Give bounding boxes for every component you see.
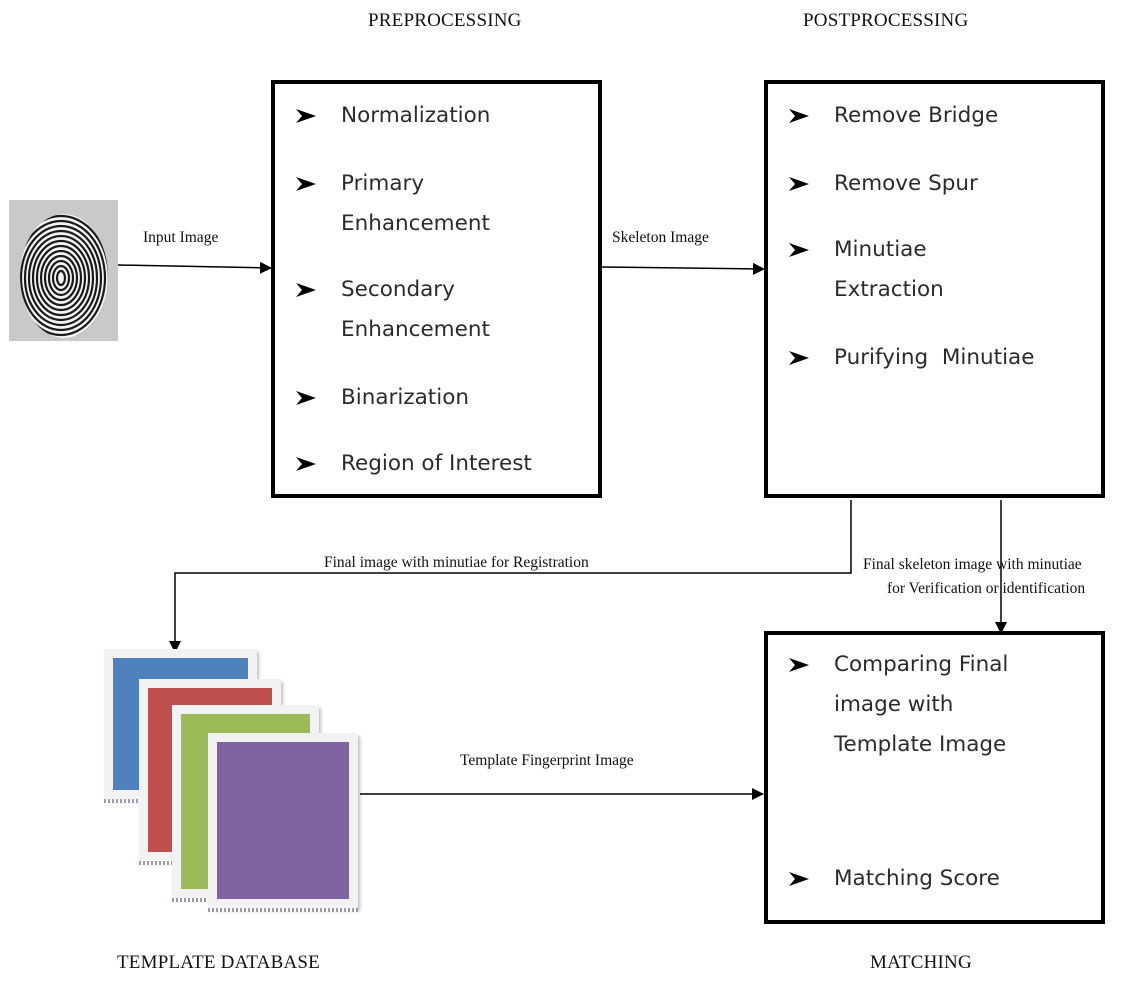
arrow-bullet-icon <box>296 457 316 471</box>
step-label: Primary <box>341 171 425 196</box>
skeleton-image-arrow <box>601 262 765 275</box>
preprocessing-step-binarization: Binarization <box>296 378 469 418</box>
step-label: Comparing Final <box>834 652 1009 677</box>
template-fingerprint-label: Template Fingerprint Image <box>460 752 634 769</box>
preprocessing-step-primary-enhancement: Primary Enhancement <box>296 164 490 244</box>
step-label: Purifying Minutiae <box>834 345 1035 370</box>
step-label: Secondary <box>341 277 455 302</box>
arrow-bullet-icon <box>789 872 809 886</box>
registration-label: Final image with minutiae for Registrati… <box>324 554 589 571</box>
postprocessing-box: Remove Bridge Remove Spur Minutiae Extra… <box>764 80 1105 498</box>
step-label: Minutiae <box>834 237 927 262</box>
postprocessing-step-remove-spur: Remove Spur <box>789 164 978 204</box>
step-label: Remove Spur <box>834 171 978 196</box>
postprocessing-step-remove-bridge: Remove Bridge <box>789 96 999 136</box>
verification-label-line1: Final skeleton image with minutiae <box>863 556 1082 573</box>
step-label: Matching Score <box>834 866 1000 891</box>
step-label-continued: Template Image <box>834 732 1007 757</box>
matching-box: Comparing Final image with Template Imag… <box>764 631 1105 924</box>
postprocessing-heading: POSTPROCESSING <box>803 10 969 31</box>
postprocessing-step-purifying-minutiae: Purifying Minutiae <box>789 338 1035 378</box>
arrow-bullet-icon <box>789 351 809 365</box>
verification-label-line2: for Verification or identification <box>887 580 1086 597</box>
step-label-continued: Extraction <box>834 277 944 302</box>
step-label-continued: Enhancement <box>341 211 490 236</box>
step-label-continued: image with <box>834 692 954 717</box>
arrow-bullet-icon <box>296 177 316 191</box>
matching-heading: MATCHING <box>870 952 972 973</box>
arrow-bullet-icon <box>789 658 809 672</box>
preprocessing-step-secondary-enhancement: Secondary Enhancement <box>296 270 490 350</box>
input-image-arrow <box>117 261 272 274</box>
arrow-bullet-icon <box>789 177 809 191</box>
arrow-bullet-icon <box>296 283 316 297</box>
arrow-bullet-icon <box>789 109 809 123</box>
step-label: Normalization <box>341 103 491 128</box>
input-image-label: Input Image <box>143 229 219 246</box>
arrow-bullet-icon <box>296 109 316 123</box>
step-label: Remove Bridge <box>834 103 999 128</box>
step-label: Region of Interest <box>341 451 532 476</box>
step-label-continued: Enhancement <box>341 317 490 342</box>
skeleton-image-label: Skeleton Image <box>612 229 709 246</box>
postprocessing-step-minutiae-extraction: Minutiae Extraction <box>789 230 944 310</box>
preprocessing-step-normalization: Normalization <box>296 96 491 136</box>
preprocessing-step-region-of-interest: Region of Interest <box>296 444 532 484</box>
preprocessing-box: Normalization Primary Enhancement Second… <box>271 80 602 498</box>
fingerprint-input-image <box>9 200 118 341</box>
template-card-purple <box>208 733 358 912</box>
matching-step-compare: Comparing Final image with Template Imag… <box>789 645 1009 765</box>
preprocessing-heading: PREPROCESSING <box>368 10 522 31</box>
matching-step-score: Matching Score <box>789 859 1000 899</box>
registration-arrow <box>169 500 852 653</box>
arrow-bullet-icon <box>296 391 316 405</box>
step-label: Binarization <box>341 385 469 410</box>
template-database-heading: TEMPLATE DATABASE <box>117 952 320 973</box>
arrow-bullet-icon <box>789 243 809 257</box>
